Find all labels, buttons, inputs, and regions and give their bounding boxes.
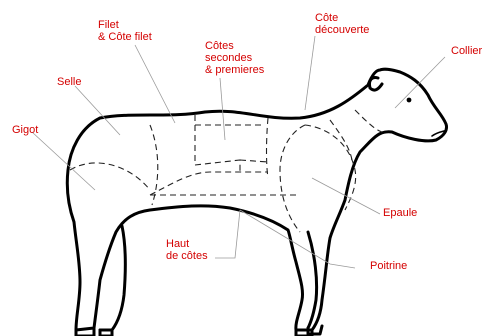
label-gigot: Gigot <box>12 124 38 136</box>
cut-lines <box>70 110 382 232</box>
label-haut-de-cotes: Haut de côtes <box>166 238 208 262</box>
label-cote-decouverte: Côte découverte <box>315 12 369 36</box>
label-filet: Filet & Côte filet <box>98 19 152 43</box>
label-cotes-secondes: Côtes secondes & premieres <box>205 40 264 76</box>
inner-front-leg <box>308 232 317 328</box>
label-selle: Selle <box>57 76 81 88</box>
eye <box>407 98 412 103</box>
label-poitrine: Poitrine <box>370 260 407 272</box>
ear-outline <box>369 77 382 90</box>
label-epaule: Epaule <box>383 207 417 219</box>
label-collier: Collier <box>451 45 482 57</box>
